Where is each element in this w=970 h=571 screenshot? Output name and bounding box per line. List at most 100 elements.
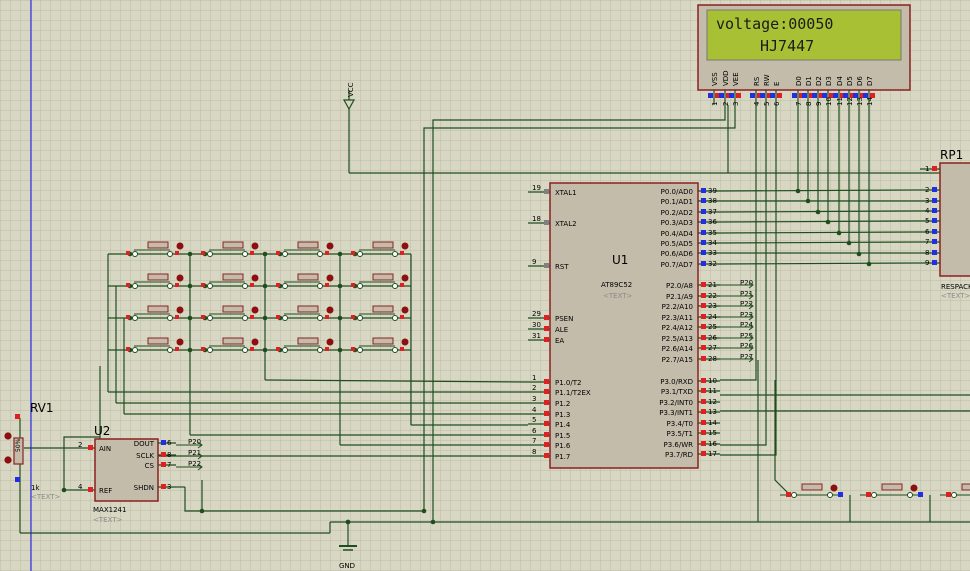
adc-ref-label: U2 xyxy=(94,424,110,438)
button-cap xyxy=(147,305,169,313)
keypad-button[interactable] xyxy=(195,273,259,289)
button-actuator-icon[interactable] xyxy=(176,242,184,250)
mcu-pin-marker xyxy=(701,209,706,214)
mcu-pin-name: P3.0/RXD xyxy=(660,378,693,386)
button-actuator-icon[interactable] xyxy=(176,338,184,346)
button-pin-marker xyxy=(175,283,179,287)
button-pin-marker xyxy=(126,251,130,255)
mcu-pin-marker xyxy=(701,324,706,329)
keypad-button[interactable] xyxy=(345,305,409,321)
adc-pin-name: SHDN xyxy=(134,484,154,492)
push-button[interactable] xyxy=(860,483,923,498)
pot-up-button[interactable] xyxy=(4,432,12,440)
mcu-pin-marker xyxy=(701,282,706,287)
pot-down-button[interactable] xyxy=(4,456,12,464)
lcd-pin-number: 9 xyxy=(815,102,823,106)
button-pin-marker xyxy=(250,347,254,351)
button-actuator-icon[interactable] xyxy=(176,306,184,314)
gnd-terminal[interactable]: GND xyxy=(339,522,357,570)
keypad-button[interactable] xyxy=(270,337,334,353)
keypad-button[interactable] xyxy=(270,305,334,321)
keypad-button[interactable] xyxy=(120,305,184,321)
button-actuator-icon[interactable] xyxy=(251,306,259,314)
mcu-pin-name: P3.6/WR xyxy=(664,441,694,449)
button-terminal xyxy=(207,251,213,257)
keypad-button[interactable] xyxy=(345,241,409,257)
mcu-pin-name: PSEN xyxy=(555,315,573,323)
mcu-pin-name: P0.4/AD4 xyxy=(661,230,694,238)
keypad-button[interactable] xyxy=(120,337,184,353)
keypad-button[interactable] xyxy=(120,273,184,289)
button-pin-marker xyxy=(786,492,791,497)
adc-pin-marker xyxy=(88,487,93,492)
keypad-button[interactable] xyxy=(195,305,259,321)
button-pin-marker xyxy=(175,315,179,319)
lcd-pin-number: 1 xyxy=(711,102,719,106)
push-button[interactable] xyxy=(780,483,843,498)
adc-pin-marker xyxy=(161,440,166,445)
keypad-button[interactable] xyxy=(195,337,259,353)
button-cap xyxy=(297,273,319,281)
junction-dot xyxy=(262,347,268,353)
button-actuator-icon[interactable] xyxy=(910,484,918,492)
respack-pin-marker xyxy=(932,218,937,223)
adc-pin-name: DOUT xyxy=(134,440,155,448)
junction-dot xyxy=(262,315,268,321)
button-actuator-icon[interactable] xyxy=(251,274,259,282)
button-pin-marker xyxy=(351,347,355,351)
mcu-pin-name: RST xyxy=(555,263,569,271)
button-pin-marker xyxy=(175,347,179,351)
mcu-pin-number: 24 xyxy=(708,313,717,321)
mcu-u1[interactable]: U1 AT89C52 <TEXT> 19XTAL118XTAL29RST29PS… xyxy=(528,182,754,469)
net-label-p22: P22 xyxy=(188,460,201,468)
keypad-button[interactable] xyxy=(345,273,409,289)
lcd-screen xyxy=(706,9,902,61)
respack-pin-marker xyxy=(932,166,937,171)
mcu-pin-name: P0.1/AD1 xyxy=(661,198,693,206)
button-actuator-icon[interactable] xyxy=(251,242,259,250)
junction-dot xyxy=(337,315,343,321)
button-actuator-icon[interactable] xyxy=(401,338,409,346)
keypad-button[interactable] xyxy=(195,241,259,257)
junction-dot xyxy=(421,508,427,514)
lcd-pin-marker xyxy=(729,93,734,98)
potentiometer-rv1[interactable]: 50% RV1 1k <TEXT> xyxy=(4,401,61,501)
mcu-pin-marker xyxy=(701,451,706,456)
mcu-body xyxy=(549,182,699,469)
push-button[interactable] xyxy=(940,483,970,498)
keypad-button[interactable] xyxy=(120,241,184,257)
lcd-module[interactable]: voltage:00050 HJ7447 VSS1VDD2VEE3RS4RW5E… xyxy=(697,4,911,106)
button-actuator-icon[interactable] xyxy=(326,274,334,282)
button-actuator-icon[interactable] xyxy=(401,274,409,282)
button-actuator-icon[interactable] xyxy=(401,242,409,250)
wire-segment xyxy=(423,105,736,173)
keypad-matrix[interactable] xyxy=(120,241,409,353)
keypad-button[interactable] xyxy=(270,273,334,289)
vcc-terminal[interactable]: VCC xyxy=(342,82,356,111)
button-actuator-icon[interactable] xyxy=(326,306,334,314)
button-actuator-icon[interactable] xyxy=(326,338,334,346)
button-actuator-icon[interactable] xyxy=(176,274,184,282)
button-actuator-icon[interactable] xyxy=(830,484,838,492)
keypad-button[interactable] xyxy=(270,241,334,257)
button-pin-marker xyxy=(201,315,205,319)
mcu-pin-number: 6 xyxy=(532,427,537,435)
mcu-pin-marker xyxy=(701,430,706,435)
pot-mark: 50% xyxy=(15,438,22,452)
net-arrow-icon xyxy=(748,334,754,342)
respack-text-label: <TEXT> xyxy=(941,292,970,300)
keypad-button[interactable] xyxy=(345,337,409,353)
respack-pin-number: 9 xyxy=(925,259,929,267)
mcu-pin-name: P2.7/A15 xyxy=(662,356,693,364)
respack-pin-number: 8 xyxy=(925,249,929,257)
lcd-pin-marker xyxy=(860,93,865,98)
net-arrow-icon xyxy=(748,323,754,331)
button-actuator-icon[interactable] xyxy=(401,306,409,314)
button-actuator-icon[interactable] xyxy=(251,338,259,346)
mcu-pin-marker xyxy=(701,345,706,350)
bottom-button-row[interactable] xyxy=(780,483,970,498)
button-actuator-icon[interactable] xyxy=(326,242,334,250)
